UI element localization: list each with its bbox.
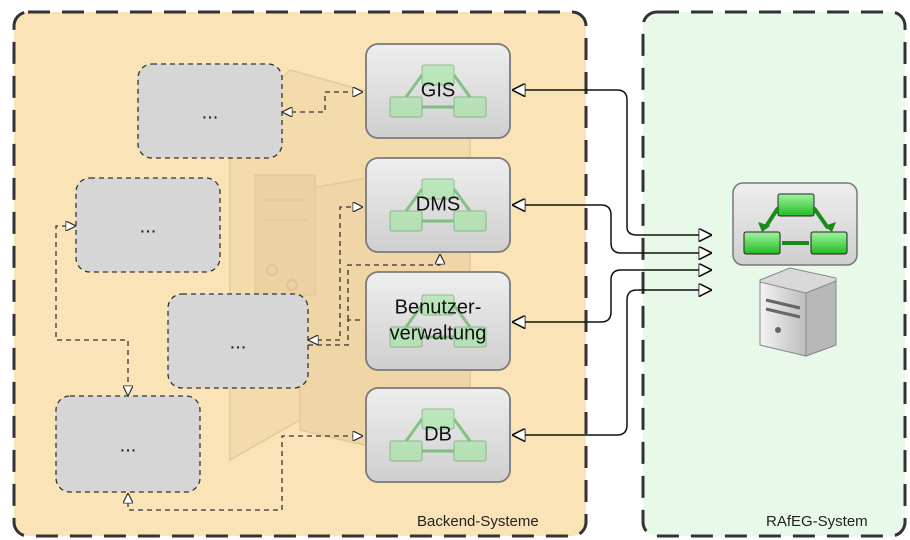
- workflow-icon: [389, 294, 487, 348]
- workflow-icon: [389, 178, 487, 232]
- dashed-link: [128, 436, 363, 511]
- placeholder-label: ...: [230, 331, 247, 353]
- service-label: GIS: [421, 79, 455, 101]
- server-box-icon: [759, 267, 837, 357]
- dashed-link: [55, 226, 128, 396]
- internal-dashed-connections: [55, 92, 440, 511]
- dashed-link: [308, 319, 363, 346]
- service-label: verwaltung: [390, 322, 487, 344]
- placeholder-system-box: ...: [55, 395, 201, 493]
- dashed-link: [347, 254, 440, 320]
- rafeg-workflow-icon: [732, 182, 858, 266]
- service-node-benutzerverwaltung: Benutzer-verwaltung: [365, 271, 511, 371]
- service-label: DMS: [416, 193, 460, 215]
- workflow-icon: [389, 64, 487, 118]
- placeholder-label: ...: [120, 434, 137, 456]
- rafeg-connections: [512, 90, 712, 435]
- service-node-dms: DMS: [365, 157, 511, 253]
- placeholder-label: ...: [140, 215, 157, 237]
- service-label: Benutzer-: [395, 296, 482, 318]
- service-label: DB: [424, 423, 452, 445]
- placeholder-system-box: ...: [167, 293, 309, 389]
- rafeg-system-label: RAfEG-System: [766, 513, 868, 530]
- db-rafeg-link: [512, 290, 712, 435]
- placeholder-system-box: ...: [75, 177, 221, 273]
- placeholder-label: ...: [202, 101, 219, 123]
- service-node-gis: GIS: [365, 43, 511, 139]
- dashed-link: [282, 92, 363, 112]
- service-node-db: DB: [365, 387, 511, 483]
- dms-rafeg-link: [512, 205, 712, 253]
- backend-systems-label: Backend-Systeme: [417, 513, 539, 530]
- placeholder-system-box: ...: [137, 63, 283, 159]
- workflow-icon: [389, 408, 487, 462]
